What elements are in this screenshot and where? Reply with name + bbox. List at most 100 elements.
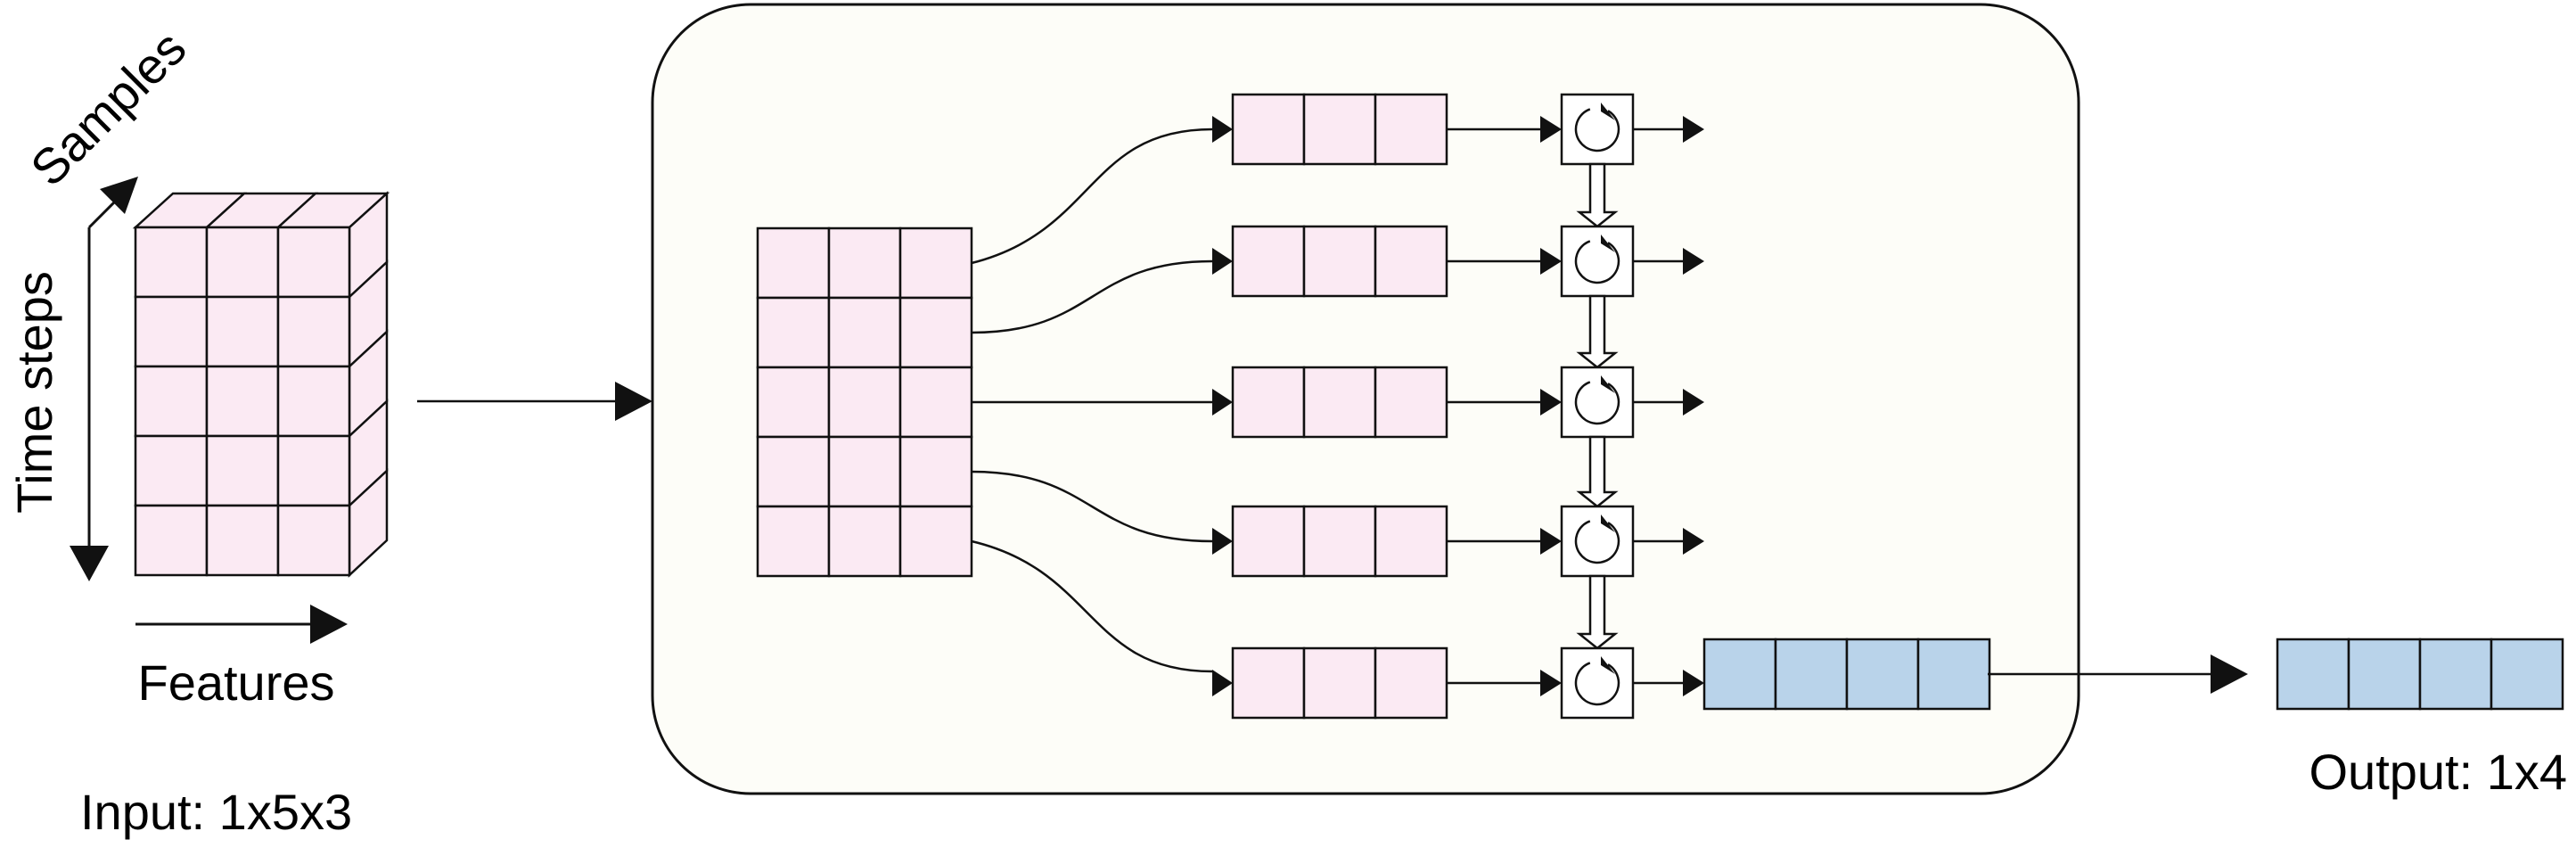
rnn-cell [1560, 505, 1635, 578]
vector-to-cell-arrowhead [1540, 670, 1562, 696]
cell-output-arrowhead [1683, 248, 1704, 275]
sequence-matrix-cell [756, 366, 831, 439]
vector-to-cell-arrowhead [1540, 248, 1562, 275]
samples-axis-arrowhead [100, 177, 138, 214]
tensor-front-cell [276, 434, 351, 507]
recurrent-loop-icon [1574, 235, 1620, 284]
tensor-front-cell [276, 226, 351, 299]
tensor-front-cell [134, 365, 209, 438]
hidden-state-pass-arrow [1576, 162, 1619, 228]
tensor-front-cell [134, 504, 209, 577]
sequence-matrix-cell [898, 435, 973, 508]
vector-input-arrowhead [1212, 389, 1233, 416]
timestep-row [1212, 505, 1704, 650]
sequence-matrix-cell [827, 366, 902, 439]
timestep-vector-cell [1374, 366, 1448, 439]
output-shape-label: Output: 1x4 [2309, 744, 2567, 800]
tensor-front-cell [134, 226, 209, 299]
timestep-row [1212, 366, 1704, 508]
layer-to-output-arrowhead [2211, 654, 2248, 694]
rnn-cell-box [1560, 646, 1635, 720]
timestep-vector-cell [1374, 505, 1448, 578]
tensor-front-cell [205, 504, 280, 577]
timestep-vector-cell [1374, 646, 1448, 720]
hidden-state-cell [1916, 638, 1991, 711]
sequence-matrix-cell [756, 505, 831, 578]
sequence-matrix-cell [827, 435, 902, 508]
split-connector-5 [971, 539, 1213, 673]
split-connector-2 [971, 259, 1213, 334]
input-to-layer-arrowhead [615, 382, 652, 421]
hidden-state-pass-arrow [1576, 435, 1619, 508]
sequence-matrix-cell [898, 505, 973, 578]
rnn-cell [1560, 93, 1635, 166]
features-axis-arrowhead [310, 605, 348, 644]
vector-to-cell-arrowhead [1540, 116, 1562, 143]
timestep-vector-cell [1374, 225, 1448, 298]
timestep-rows [1212, 93, 1704, 720]
hidden-state-cell [1774, 638, 1849, 711]
sequence-matrix-cell [827, 226, 902, 300]
timestep-vector-cell [1374, 93, 1448, 166]
tensor-front-cell [134, 434, 209, 507]
sequence-matrix-cell [756, 226, 831, 300]
rnn-cell-box [1560, 366, 1635, 439]
tensor-front-cell [276, 365, 351, 438]
tensor-front-cell [134, 295, 209, 368]
rnn-cell-box [1560, 93, 1635, 166]
recurrent-loop-icon [1574, 656, 1620, 706]
input-tensor [132, 191, 390, 578]
timestep-vector-cell [1302, 366, 1377, 439]
hidden-state-cell [1702, 638, 1777, 711]
timestep-row [1212, 646, 1704, 720]
vector-input-arrowhead [1212, 248, 1233, 275]
output-vector-cell [2490, 638, 2564, 711]
sequence-matrix-cell [756, 296, 831, 369]
vector-input-arrowhead [1212, 528, 1233, 555]
rnn-cell [1560, 366, 1635, 439]
hidden-state-cell [1845, 638, 1920, 711]
recurrent-loop-icon [1574, 103, 1620, 152]
tensor-front-cell [205, 434, 280, 507]
sequence-matrix-cell [898, 296, 973, 369]
cell-output-arrowhead [1683, 389, 1704, 416]
timestep-split-connectors [971, 128, 1213, 673]
vector-input-arrowhead [1212, 116, 1233, 143]
timestep-row [1212, 225, 1704, 369]
samples-label: Samples [20, 20, 197, 197]
tensor-front-cell [205, 365, 280, 438]
sequence-matrix-cell [898, 366, 973, 439]
timestep-vector-cell [1231, 225, 1306, 298]
cell-output-arrowhead [1683, 528, 1704, 555]
timestep-vector-cell [1302, 225, 1377, 298]
tensor-front-cell [276, 504, 351, 577]
output-vector-cell [2418, 638, 2493, 711]
output-vector [2276, 638, 2564, 711]
vector-to-cell-arrowhead [1540, 528, 1562, 555]
timestep-row [1212, 93, 1704, 228]
tensor-front-grid [134, 226, 351, 577]
cell-output-arrowhead [1683, 116, 1704, 143]
hidden-state-pass-arrow [1576, 574, 1619, 650]
final-hidden-state [1702, 638, 1991, 711]
output-vector-cell [2347, 638, 2422, 711]
split-connector-4 [971, 470, 1213, 543]
timestep-vector-cell [1231, 646, 1306, 720]
hidden-state-pass-arrow [1576, 294, 1619, 369]
cell-output-arrowhead [1683, 670, 1704, 696]
timestep-vector-cell [1302, 646, 1377, 720]
sequence-matrix-cell [898, 226, 973, 300]
rnn-cell [1560, 225, 1635, 298]
timestep-vector-cell [1302, 93, 1377, 166]
vector-input-arrowhead [1212, 670, 1233, 696]
vector-to-cell-arrowhead [1540, 389, 1562, 416]
input-shape-label: Input: 1x5x3 [80, 784, 352, 840]
timestep-vector-cell [1231, 505, 1306, 578]
rnn-cell-box [1560, 225, 1635, 298]
timestep-vector-cell [1231, 366, 1306, 439]
split-connector-1 [971, 128, 1213, 265]
tensor-front-cell [276, 295, 351, 368]
sequence-matrix-cell [827, 296, 902, 369]
sequence-matrix-cell [827, 505, 902, 578]
